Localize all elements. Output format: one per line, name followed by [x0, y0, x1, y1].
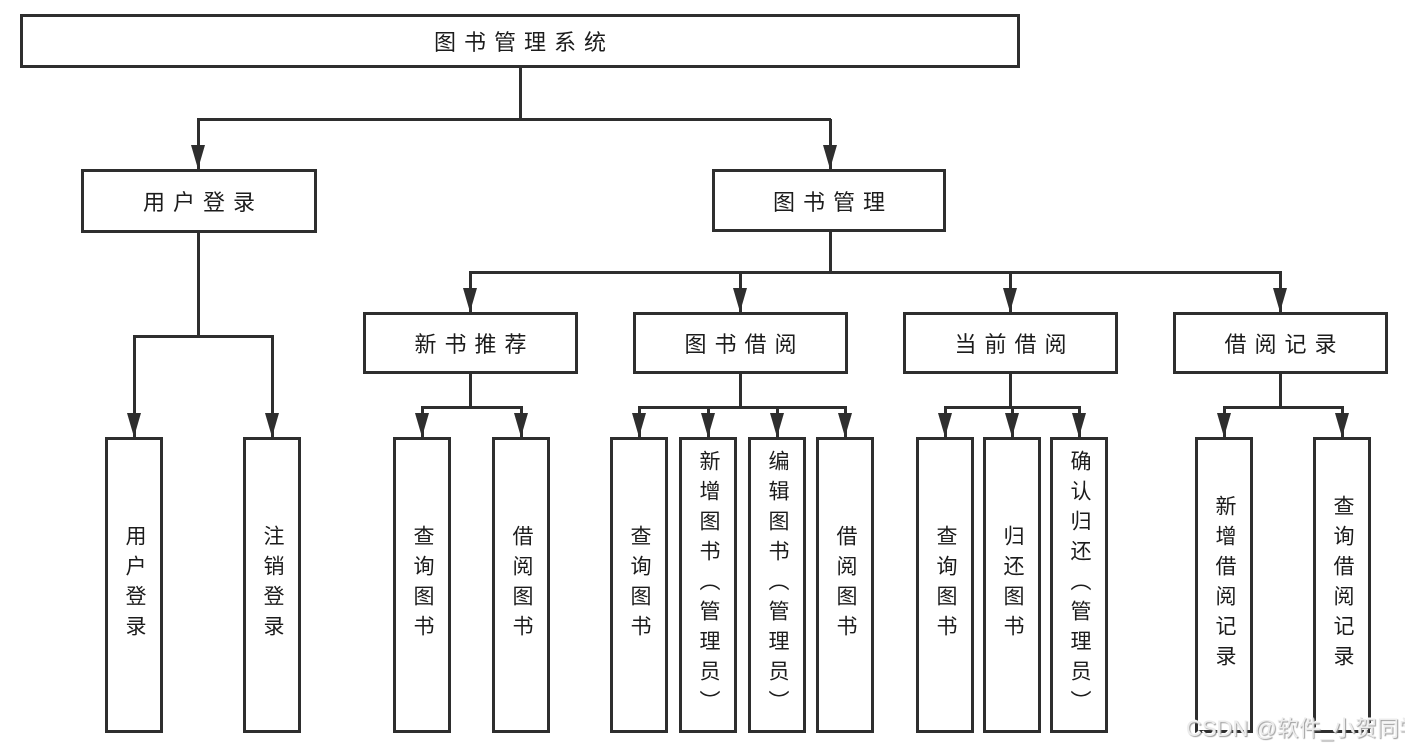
down-arrowhead-icon [127, 413, 141, 437]
down-arrowhead-icon [463, 288, 477, 312]
connector-login-hbar [133, 335, 274, 338]
connector-group-hbar [1223, 406, 1344, 409]
leaf-label: 新增图书（管理员） [697, 450, 720, 720]
node-book-borrowing: 图书借阅 [633, 312, 848, 374]
connector-group-stem [1279, 374, 1282, 408]
connector-mgmt-hbar [469, 271, 1282, 274]
leaf-label: 用户登录 [123, 525, 146, 645]
node-root-label: 图书管理系统 [433, 30, 614, 55]
down-arrowhead-icon [514, 413, 528, 437]
connector-group-stem [1009, 374, 1012, 408]
leaf-return-book: 归还图书 [983, 437, 1041, 733]
down-arrowhead-icon [1335, 413, 1349, 437]
node-user-login: 用户登录 [81, 169, 317, 233]
leaf-user-login: 用户登录 [105, 437, 163, 733]
leaf-label: 确认归还（管理员） [1068, 450, 1091, 720]
down-arrowhead-icon [838, 413, 852, 437]
connector-group-hbar [421, 406, 523, 409]
node-borrowing-records: 借阅记录 [1173, 312, 1388, 374]
leaf-logout: 注销登录 [243, 437, 301, 733]
connector-group-hbar [638, 406, 847, 409]
down-arrowhead-icon [1273, 288, 1287, 312]
node-label: 新书推荐 [414, 332, 535, 357]
watermark: CSDN @软件_小贺同学 [1186, 716, 1405, 741]
leaf-label: 注销登录 [261, 525, 284, 645]
leaf-label: 查询图书 [628, 525, 651, 645]
leaf-confirm-return-admin: 确认归还（管理员） [1050, 437, 1108, 733]
down-arrowhead-icon [938, 413, 952, 437]
connector-drop-leaf [133, 336, 136, 437]
node-label: 图书借阅 [684, 332, 805, 357]
down-arrowhead-icon [770, 413, 784, 437]
leaf-label: 查询图书 [411, 525, 434, 645]
node-book-management: 图书管理 [712, 169, 946, 232]
leaf-label: 借阅图书 [834, 525, 857, 645]
down-arrowhead-icon [823, 145, 837, 169]
leaf-add-book-admin: 新增图书（管理员） [679, 437, 737, 733]
leaf-query-books-recommend: 查询图书 [393, 437, 451, 733]
node-book-management-label: 图书管理 [772, 189, 893, 215]
down-arrowhead-icon [191, 145, 205, 169]
down-arrowhead-icon [265, 413, 279, 437]
leaf-add-borrow-record: 新增借阅记录 [1195, 437, 1253, 733]
node-current-borrowing: 当前借阅 [903, 312, 1118, 374]
leaf-query-borrow-record: 查询借阅记录 [1313, 437, 1371, 733]
leaf-label: 借阅图书 [510, 525, 533, 645]
node-label: 借阅记录 [1224, 332, 1345, 357]
leaf-borrow-books-recommend: 借阅图书 [492, 437, 550, 733]
connector-root-hbar [197, 118, 831, 121]
connector-group-stem [739, 374, 742, 408]
leaf-query-books-current: 查询图书 [916, 437, 974, 733]
leaf-label: 查询借阅记录 [1331, 495, 1354, 675]
connector-group-stem [469, 374, 472, 408]
leaf-label: 新增借阅记录 [1213, 495, 1236, 675]
down-arrowhead-icon [632, 413, 646, 437]
connector-drop-user-login [197, 119, 200, 169]
leaf-label: 归还图书 [1001, 525, 1024, 645]
down-arrowhead-icon [733, 288, 747, 312]
connector-drop-book-mgmt [829, 119, 832, 169]
leaf-label: 查询图书 [934, 525, 957, 645]
down-arrowhead-icon [701, 413, 715, 437]
leaf-label: 编辑图书（管理员） [766, 450, 789, 720]
down-arrowhead-icon [1005, 413, 1019, 437]
node-new-book-recommend: 新书推荐 [363, 312, 578, 374]
down-arrowhead-icon [415, 413, 429, 437]
connector-drop-leaf [271, 336, 274, 437]
connector-login-stem [197, 233, 200, 336]
node-label: 当前借阅 [954, 332, 1075, 357]
connector-root-stem [519, 68, 522, 119]
down-arrowhead-icon [1072, 413, 1086, 437]
down-arrowhead-icon [1217, 413, 1231, 437]
leaf-borrow-books-borrowing: 借阅图书 [816, 437, 874, 733]
node-user-login-label: 用户登录 [142, 190, 263, 215]
connector-group-hbar [944, 406, 1081, 409]
leaf-edit-book-admin: 编辑图书（管理员） [748, 437, 806, 733]
down-arrowhead-icon [1003, 288, 1017, 312]
connector-mgmt-stem [829, 232, 832, 272]
leaf-query-books-borrowing: 查询图书 [610, 437, 668, 733]
node-root: 图书管理系统 [20, 14, 1020, 68]
